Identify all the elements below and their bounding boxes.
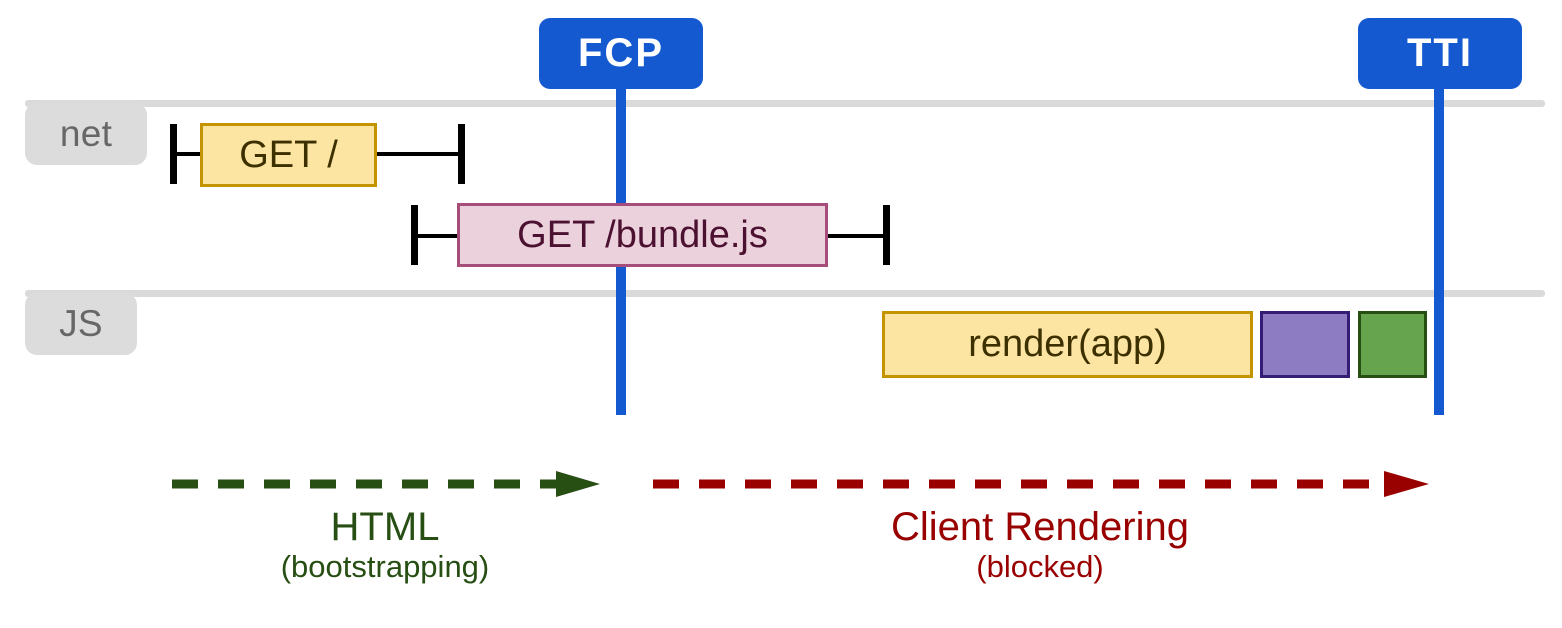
task-box-get-bundle-label: GET /bundle.js <box>517 213 768 256</box>
whisker-cap-left-get-bundle <box>411 205 418 265</box>
lane-label-net-text: net <box>59 113 113 154</box>
whisker-cap-left-get-root <box>170 124 177 184</box>
phase-label-client-rendering: Client Rendering (blocked) <box>790 505 1290 585</box>
phase-label-html: HTML (bootstrapping) <box>185 505 585 585</box>
lane-rule-net <box>25 100 1545 107</box>
whisker-cap-right-get-root <box>458 124 465 184</box>
phase-label-html-title: HTML <box>330 505 440 549</box>
phase-arrow-html <box>170 469 602 499</box>
milestone-badge-fcp-text: FCP <box>578 31 664 75</box>
milestone-line-tti <box>1434 84 1444 415</box>
milestone-badge-tti[interactable]: TTI <box>1358 18 1522 89</box>
phase-arrow-client-rendering <box>651 469 1431 499</box>
lane-label-js-text: JS <box>59 303 103 344</box>
lane-rule-js <box>25 290 1545 297</box>
task-box-render-app[interactable]: render(app) <box>882 311 1253 378</box>
milestone-badge-tti-text: TTI <box>1407 31 1473 75</box>
task-box-js-block-purple[interactable] <box>1260 311 1350 378</box>
phase-label-html-subtitle: (bootstrapping) <box>280 549 490 584</box>
task-box-get-root-label: GET / <box>239 133 338 176</box>
phase-label-client-rendering-subtitle: (blocked) <box>976 549 1104 584</box>
task-box-get-root[interactable]: GET / <box>200 123 377 187</box>
lane-label-js: JS <box>25 293 137 355</box>
whisker-cap-right-get-bundle <box>883 205 890 265</box>
task-box-get-bundle[interactable]: GET /bundle.js <box>457 203 828 267</box>
task-box-js-block-green[interactable] <box>1358 311 1427 378</box>
lane-label-net: net <box>25 103 147 165</box>
task-box-render-app-label: render(app) <box>968 323 1167 365</box>
phase-label-client-rendering-title: Client Rendering <box>891 505 1189 549</box>
milestone-badge-fcp[interactable]: FCP <box>539 18 703 89</box>
